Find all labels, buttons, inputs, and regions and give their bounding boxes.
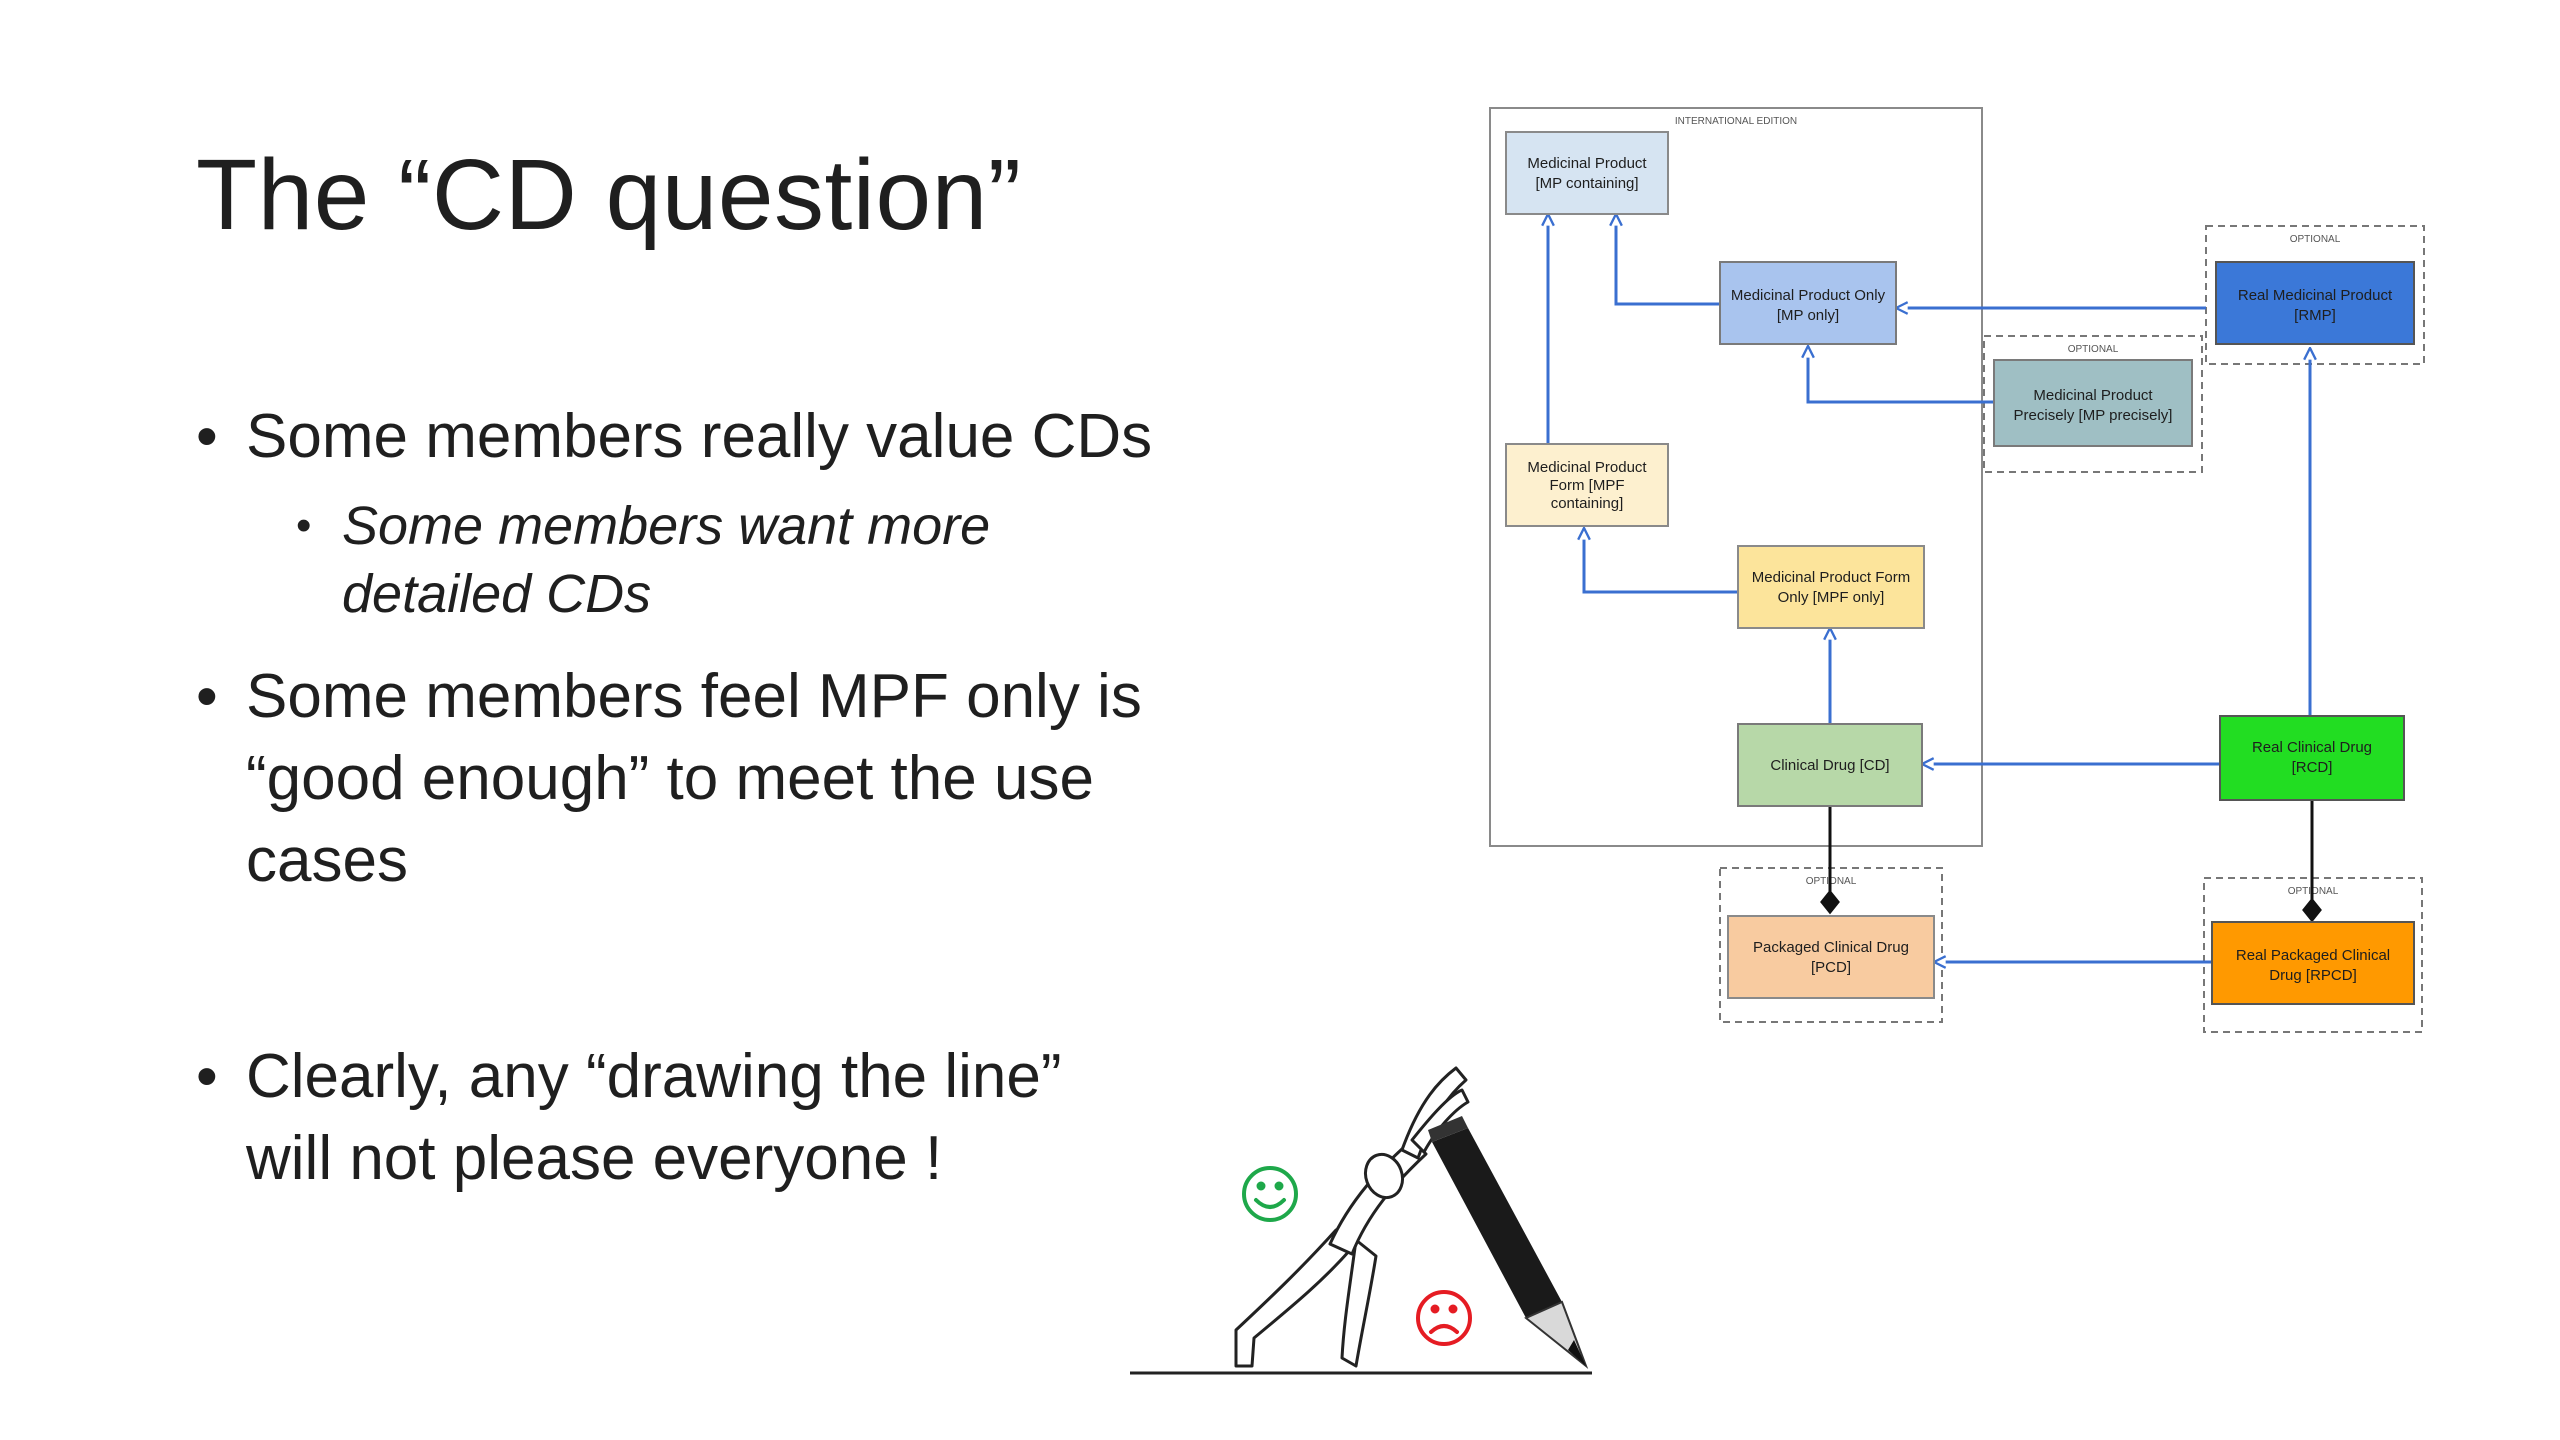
sub-bullet-1-line-1: Some members want more [342, 496, 991, 556]
node-rpcd-line-2: Drug [RPCD] [2269, 967, 2357, 984]
bullet-dot: • [296, 501, 312, 550]
international-edition-label: INTERNATIONAL EDITION [1675, 116, 1797, 127]
rpcd-composition-diamond [2302, 897, 2322, 923]
node-mp-precisely [1993, 359, 2193, 447]
node-rpcd-line-1: Real Packaged Clinical [2236, 947, 2390, 964]
pcd-composition-diamond [1820, 889, 1840, 915]
bullet-2-line-2: “good enough” to meet the use [246, 744, 1094, 813]
node-mpf-containing-line-3: containing] [1551, 495, 1624, 512]
optional-rmp-label: OPTIONAL [2290, 234, 2341, 245]
node-mpf-containing [1505, 443, 1669, 527]
node-cd [1737, 723, 1923, 807]
node-mp-only-line-2: [MP only] [1777, 307, 1839, 324]
node-rcd [2219, 715, 2405, 801]
bullet-dot: • [196, 662, 218, 731]
edge-mp-only-to-mp-containing [1616, 214, 1720, 306]
node-rcd-line-1: Real Clinical Drug [2252, 739, 2372, 756]
node-mp-precisely-line-1: Medicinal Product [2033, 387, 2153, 404]
international-edition-group [1489, 107, 1983, 847]
node-mpf-only-line-1: Medicinal Product Form [1752, 569, 1910, 586]
bullet-3-line-1: Clearly, any “drawing the line” [246, 1042, 1062, 1111]
bullet-3-line-2: will not please everyone ! [246, 1124, 943, 1193]
edge-mpf-only-to-mpf-containing [1584, 528, 1738, 594]
node-mp-only-line-1: Medicinal Product Only [1731, 287, 1886, 304]
bullet-1-line-1: Some members really value CDs [246, 402, 1153, 471]
node-mp-precisely-line-2: Precisely [MP precisely] [2014, 407, 2173, 424]
node-rmp [2215, 261, 2415, 345]
sub-bullet-1-line-2: detailed CDs [342, 564, 652, 624]
node-pcd-line-2: [PCD] [1811, 959, 1851, 976]
node-mpf-only [1737, 545, 1925, 629]
optional-rmp-group [2205, 225, 2425, 365]
node-mpf-only-line-2: Only [MPF only] [1778, 589, 1885, 606]
edge-mp-precisely-to-mp-only [1808, 346, 1994, 404]
node-mp-containing [1505, 131, 1669, 215]
node-pcd-line-1: Packaged Clinical Drug [1753, 939, 1909, 956]
bullet-dot: • [196, 1042, 218, 1111]
node-mp-only [1719, 261, 1897, 345]
optional-mpp-label: OPTIONAL [2068, 344, 2119, 355]
bullet-2-line-1: Some members feel MPF only is [246, 662, 1142, 731]
bullet-2-line-3: cases [246, 826, 408, 895]
node-mpf-containing-line-2: Form [MPF [1550, 477, 1625, 494]
node-mpf-containing-line-1: Medicinal Product [1527, 459, 1647, 476]
bullet-dot: • [196, 402, 218, 471]
node-mp-containing-line-2: [MP containing] [1535, 175, 1638, 192]
node-rmp-line-1: Real Medicinal Product [2238, 287, 2393, 304]
node-rpcd [2211, 921, 2415, 1005]
slide-title: The “CD question” [196, 139, 1022, 251]
node-mp-containing-line-1: Medicinal Product [1527, 155, 1647, 172]
node-rcd-line-2: [RCD] [2292, 759, 2333, 776]
node-cd-line-1: Clinical Drug [CD] [1770, 757, 1889, 774]
optional-mpp-group [1983, 335, 2203, 473]
node-rmp-line-2: [RMP] [2294, 307, 2336, 324]
node-pcd [1727, 915, 1935, 999]
